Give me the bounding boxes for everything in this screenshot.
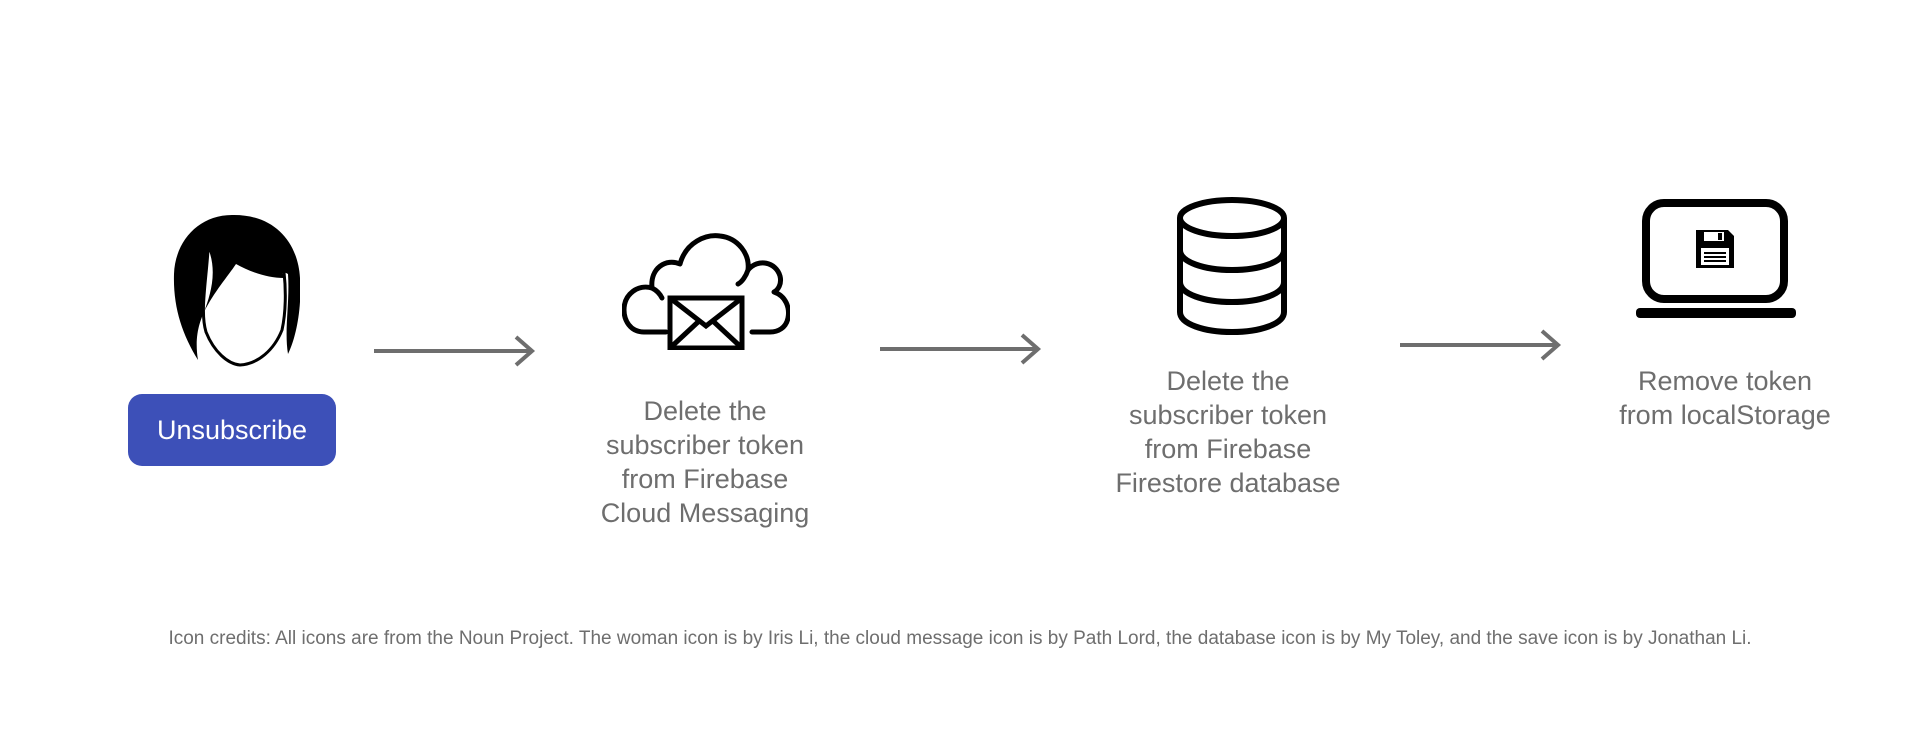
database-icon <box>1176 196 1288 336</box>
arrow-right-icon <box>1398 328 1564 362</box>
arrow-right-icon <box>372 334 538 368</box>
cloud-message-icon <box>622 232 790 350</box>
step-label-localstorage: Remove token from localStorage <box>1619 366 1831 430</box>
arrow-right-icon <box>878 332 1044 366</box>
unsubscribe-button[interactable]: Unsubscribe <box>128 394 336 466</box>
woman-icon <box>170 212 300 367</box>
step-label-fcm: Delete the subscriber token from Firebas… <box>600 396 810 528</box>
icon-credits: Icon credits: All icons are from the Nou… <box>168 628 1752 649</box>
step-label-firestore: Delete the subscriber token from Firebas… <box>1115 366 1341 498</box>
laptop-save-icon <box>1636 198 1796 322</box>
